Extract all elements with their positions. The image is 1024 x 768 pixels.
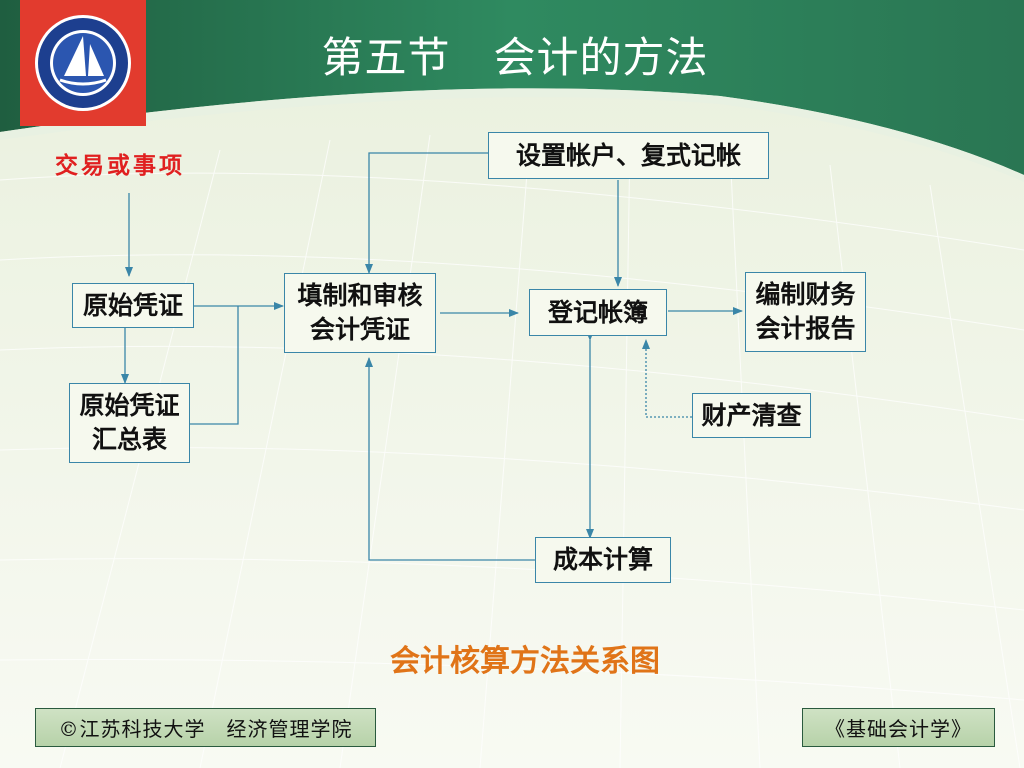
node-fill-review-line1: 填制和审核 xyxy=(297,281,423,310)
slide-title: 第五节 会计的方法 xyxy=(321,33,709,82)
node-original-voucher-label: 原始凭证 xyxy=(82,290,183,320)
edge-cost-to-fill xyxy=(365,357,543,564)
node-original-voucher: 原始凭证 xyxy=(72,283,194,328)
diagram-caption: 会计核算方法关系图 xyxy=(390,644,660,679)
node-cost-calculation: 成本计算 xyxy=(535,537,671,583)
edge-accounts-to-fill xyxy=(365,152,488,274)
node-cost-calculation-label: 成本计算 xyxy=(552,545,653,574)
edge-inventory-to-ledger xyxy=(642,339,692,418)
edge-summary-to-fill xyxy=(190,306,239,425)
node-accounts-double-entry: 设置帐户、复式记帐 xyxy=(488,132,769,179)
node-financial-statements-line1: 编制财务 xyxy=(755,280,856,309)
node-fill-review-voucher: 填制和审核 会计凭证 xyxy=(284,273,436,353)
node-inventory-check: 财产清查 xyxy=(692,393,811,438)
node-voucher-summary-line1: 原始凭证 xyxy=(79,391,180,420)
node-voucher-summary: 原始凭证 汇总表 xyxy=(69,383,190,463)
node-financial-statements: 编制财务 会计报告 xyxy=(745,272,866,352)
footer-course-title: 《基础会计学》 xyxy=(802,708,995,747)
node-accounts-double-entry-label: 设置帐户、复式记帐 xyxy=(515,140,741,170)
start-label-transactions: 交易或事项 xyxy=(55,152,185,179)
node-ledger: 登记帐簿 xyxy=(529,289,667,336)
node-ledger-label: 登记帐簿 xyxy=(547,297,648,327)
footer-institution-text: ©江苏科技大学 经济管理学院 xyxy=(58,717,353,741)
university-logo xyxy=(20,0,146,126)
footer-course-title-text: 《基础会计学》 xyxy=(825,717,972,741)
node-voucher-summary-line2: 汇总表 xyxy=(91,425,167,454)
footer-institution: ©江苏科技大学 经济管理学院 xyxy=(35,708,376,747)
node-fill-review-line2: 会计凭证 xyxy=(309,315,410,344)
node-financial-statements-line2: 会计报告 xyxy=(755,314,856,343)
node-inventory-check-label: 财产清查 xyxy=(701,400,802,430)
